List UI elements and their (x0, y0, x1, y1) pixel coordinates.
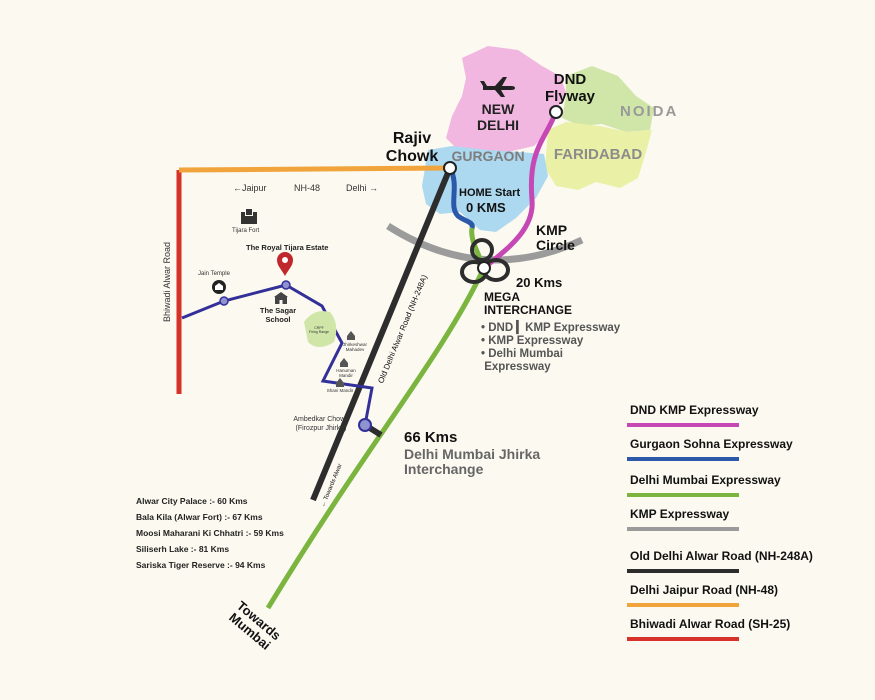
label-ambedkar-chowk-line: Ambedkar Chowk (293, 416, 349, 423)
region-delhi (446, 46, 566, 152)
label-ambedkar-chowk: Ambedkar Chowk (Firozpur Jhirka) (293, 416, 349, 432)
mega-interchange-node (477, 261, 491, 275)
label-hanuman-line: Mandir (339, 373, 353, 378)
legend-label: KMP Expressway (630, 507, 729, 521)
shani-temple-icon (336, 378, 344, 387)
label-towards-mumbai: TowardsMumbai (225, 598, 284, 654)
dnd-flyway-node (549, 105, 563, 119)
label-rajiv-chowk-line: Rajiv (393, 130, 431, 147)
label-rajiv-chowk-line: Chowk (386, 148, 439, 165)
label-sagar-school-line: School (265, 315, 290, 324)
region-label-noida: NOIDA (620, 103, 678, 120)
delhi-jaipur-road (178, 165, 451, 173)
label-kmp-circle-line: KMP (536, 222, 567, 238)
label-kmp-circle-line: Circle (536, 237, 575, 253)
distance-item: Sariska Tiger Reserve :- 94 Kms (136, 560, 266, 570)
label-firing-range-line: CRPF (314, 326, 324, 330)
school-icon (274, 292, 288, 304)
legend-label: Bhiwadi Alwar Road (SH-25) (630, 617, 790, 631)
label-hanuman-line: Hanuman (336, 368, 356, 373)
gurgaon-sohna-expressway (447, 166, 475, 229)
regions (422, 46, 654, 232)
label-nh48: NH-48 (294, 183, 320, 193)
label-royal-tijara: The Royal Tijara Estate (246, 243, 328, 252)
mega-interchange-items-line: • DND ▎KMP Expressway (481, 319, 621, 335)
mega-interchange-items: • DND ▎KMP Expressway• KMP Expressway• D… (481, 319, 621, 373)
label-sagar-school-line: The Sagar (260, 306, 296, 315)
crpf-firing-range-area (304, 311, 337, 347)
distance-item: Siliserh Lake :- 81 Kms (136, 544, 229, 554)
jhirkeshwar-temple-icon (347, 331, 355, 340)
mega-interchange-loops (460, 238, 510, 284)
label-mega-interchange-line: MEGA (484, 290, 520, 304)
label-jaipur-arrow: ←Jaipur (233, 183, 267, 193)
distance-item: Alwar City Palace :- 60 Kms (136, 496, 248, 506)
label-home-start: HOME Start (459, 187, 520, 199)
legend-label: DND KMP Expressway (630, 403, 759, 417)
sagar-school-node (281, 280, 291, 290)
label-bhiwadi-alwar-road: Bhiwadi Alwar Road (162, 242, 172, 322)
royal-tijara-pin-icon (277, 252, 293, 276)
label-mega-interchange-line: INTERCHANGE (484, 303, 572, 317)
region-noida (562, 66, 654, 132)
label-jain-temple: Jain Temple (198, 271, 231, 277)
region-label-new-delhi-line: NEW (482, 101, 515, 117)
region-label-new-delhi-line: DELHI (477, 117, 519, 133)
label-firing-range-line: Firing Range (309, 330, 329, 334)
label-jhirkeshwar-line: Jhirkeshwar (343, 342, 368, 347)
region-label-gurgaon: GURGAON (451, 148, 524, 164)
label-jhirka-interchange-line: Interchange (404, 461, 484, 477)
rajiv-chowk-node (443, 161, 457, 175)
label-sixty-six-kms: 66 Kms (404, 429, 457, 446)
label-twenty-kms: 20 Kms (516, 275, 562, 290)
legend-label: Old Delhi Alwar Road (NH-248A) (630, 549, 813, 563)
label-dnd-flyway-line: Flyway (545, 88, 596, 105)
legend-label: Delhi Jaipur Road (NH-48) (630, 583, 778, 597)
label-shani: Shani Mandir (327, 388, 354, 393)
mega-interchange-items-line: • Delhi Mumbai (481, 348, 563, 360)
legend-label: Delhi Mumbai Expressway (630, 473, 781, 487)
mega-interchange-items-line: Expressway (481, 361, 551, 373)
tijara-fort-icon (241, 209, 257, 224)
airplane-icon (480, 77, 515, 97)
dnd-kmp-expressway (482, 111, 559, 270)
old-delhi-alwar-road (310, 166, 453, 502)
jain-temple-node (219, 296, 229, 306)
legend-label: Gurgaon Sohna Expressway (630, 437, 793, 451)
label-dnd-flyway-line: DND (554, 71, 587, 88)
ambedkar-chowk-node (358, 418, 372, 432)
label-jhirka-interchange-line: Delhi Mumbai Jhirka (404, 446, 540, 462)
jain-temple-icon (212, 280, 226, 294)
mega-interchange-items-line: • KMP Expressway (481, 335, 584, 347)
label-tijara-fort: Tijara Fort (232, 228, 259, 234)
distance-item: Moosi Maharani Ki Chhatri :- 59 Kms (136, 528, 284, 538)
region-faridabad (545, 122, 652, 190)
label-ambedkar-chowk-line: (Firozpur Jhirka) (296, 425, 347, 432)
label-delhi-arrow: Delhi → (346, 183, 378, 193)
label-jhirkeshwar-line: Mahadev (346, 347, 365, 352)
hanuman-temple-icon (340, 358, 348, 367)
label-zero-kms: 0 KMS (466, 200, 506, 215)
distance-item: Bala Kila (Alwar Fort) :- 67 Kms (136, 512, 263, 522)
region-label-faridabad: FARIDABAD (554, 146, 642, 163)
